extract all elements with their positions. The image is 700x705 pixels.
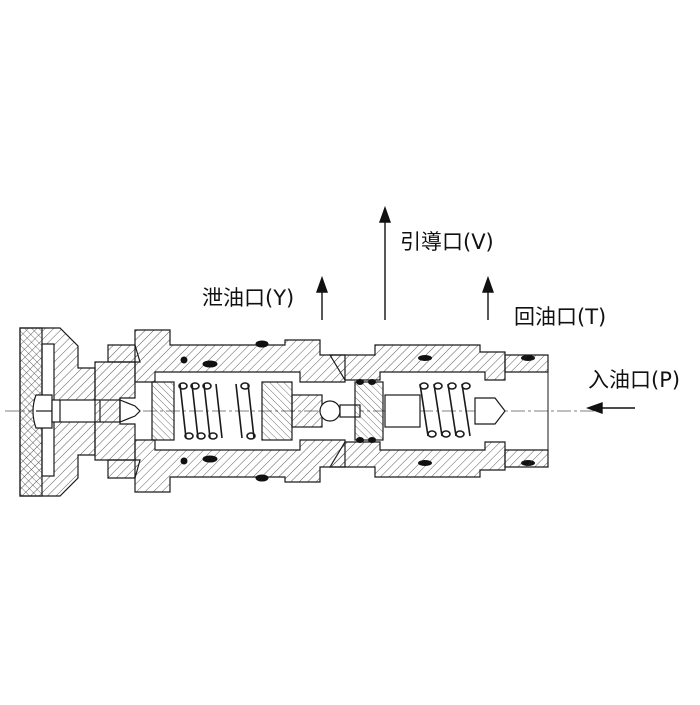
pilot-port-label: 引導口(V) xyxy=(400,230,494,254)
pilot-poppet xyxy=(291,394,361,428)
main-spring xyxy=(419,382,471,438)
valve-body-upper xyxy=(134,329,346,383)
return-port-label: 回油口(T) xyxy=(514,305,607,329)
cartridge-nose xyxy=(504,354,549,468)
main-sleeve xyxy=(328,344,506,478)
drain-port-label: 泄油口(Y) xyxy=(202,286,295,310)
inlet-port-label: 入油口(P) xyxy=(588,368,681,392)
valve-body-lower xyxy=(134,439,346,493)
pilot-spring-seat xyxy=(151,381,293,441)
main-poppet xyxy=(354,381,506,441)
flow-arrows xyxy=(316,205,635,414)
pilot-spring xyxy=(178,382,256,440)
o-ring-seals-pilot xyxy=(180,340,269,482)
